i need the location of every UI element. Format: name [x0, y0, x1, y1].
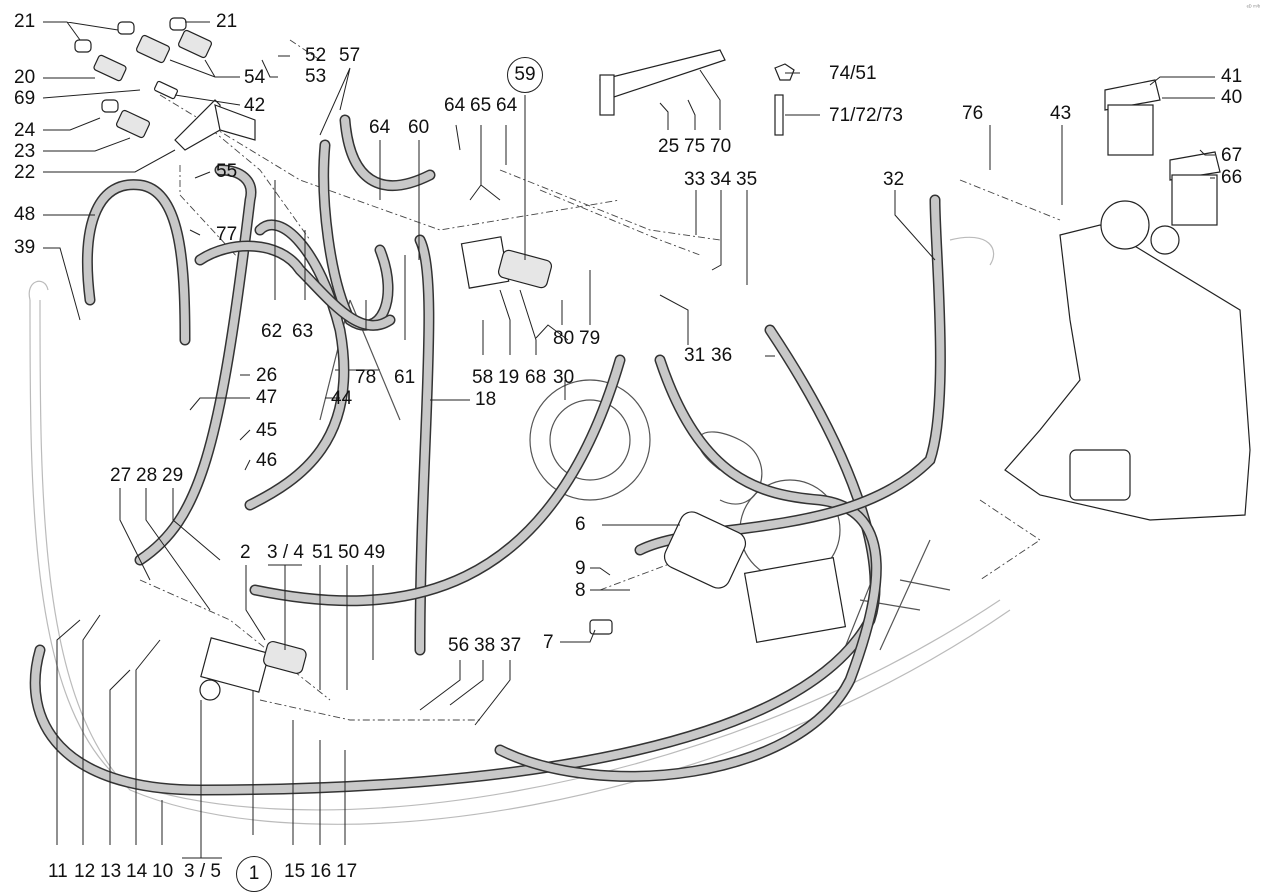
- callout-66: 66: [1221, 167, 1243, 188]
- callout-71-72-73: 71/72/73: [829, 105, 903, 126]
- callout-7: 7: [543, 632, 554, 653]
- callout-33: 33: [684, 169, 706, 190]
- callout-32: 32: [883, 169, 905, 190]
- callout-52: 52: [305, 45, 327, 66]
- callout-56: 56: [448, 635, 470, 656]
- callout-24: 24: [14, 120, 36, 141]
- callout-13: 13: [100, 861, 122, 882]
- callout-80: 80: [553, 328, 575, 349]
- callout-38: 38: [474, 635, 496, 656]
- callout-78: 78: [355, 367, 377, 388]
- callout-37: 37: [500, 635, 522, 656]
- callout-45: 45: [256, 420, 278, 441]
- callout-30: 30: [553, 367, 575, 388]
- callout-50: 50: [338, 542, 360, 563]
- callout-9: 9: [575, 558, 586, 579]
- callout-64: 64: [369, 117, 391, 138]
- corner-mark: ᵉᴰ ᵐⁱᵇ: [1246, 5, 1260, 11]
- callout-68: 68: [525, 367, 547, 388]
- callout-43: 43: [1050, 103, 1072, 124]
- callout-54: 54: [244, 67, 266, 88]
- callout-41: 41: [1221, 66, 1243, 87]
- callout-15: 15: [284, 861, 306, 882]
- callout-23: 23: [14, 141, 36, 162]
- callout-26: 26: [256, 365, 278, 386]
- ghost-lines: [28, 236, 1011, 825]
- callout-2: 2: [240, 542, 251, 563]
- callout-18: 18: [475, 389, 497, 410]
- callout-3-4: 3 / 4: [267, 542, 304, 563]
- callout-58: 58: [472, 367, 494, 388]
- callout-14: 14: [126, 861, 148, 882]
- callout-11: 11: [48, 861, 68, 882]
- callout-10: 10: [152, 861, 174, 882]
- callout-40: 40: [1221, 87, 1243, 108]
- callout-57: 57: [339, 45, 361, 66]
- callout-3-5: 3 / 5: [184, 861, 221, 882]
- callout-59-circled: 59: [507, 57, 543, 93]
- callout-70: 70: [710, 136, 732, 157]
- callout-61: 61: [394, 367, 416, 388]
- callout-60: 60: [408, 117, 430, 138]
- callout-51: 51: [312, 542, 334, 563]
- callout-64: 64: [496, 95, 518, 116]
- callout-77: 77: [216, 224, 238, 245]
- callout-28: 28: [136, 465, 158, 486]
- assembly-lines: [139, 39, 1061, 721]
- callout-21: 21: [216, 11, 238, 32]
- callout-36: 36: [711, 345, 733, 366]
- callout-47: 47: [256, 387, 278, 408]
- callout-29: 29: [162, 465, 184, 486]
- callout-21: 21: [14, 11, 36, 32]
- callout-55: 55: [216, 161, 238, 182]
- callout-42: 42: [244, 95, 266, 116]
- hoses: [29, 114, 946, 796]
- callout-16: 16: [310, 861, 332, 882]
- callout-39: 39: [14, 237, 36, 258]
- callout-17: 17: [336, 861, 358, 882]
- callout-62: 62: [261, 321, 283, 342]
- callout-1-circled: 1: [236, 856, 272, 892]
- callout-19: 19: [498, 367, 520, 388]
- callout-76: 76: [962, 103, 984, 124]
- callout-35: 35: [736, 169, 758, 190]
- callout-75: 75: [684, 136, 706, 157]
- callout-64: 64: [444, 95, 466, 116]
- callout-63: 63: [292, 321, 314, 342]
- callout-27: 27: [110, 465, 132, 486]
- callout-65: 65: [470, 95, 492, 116]
- callout-49: 49: [364, 542, 386, 563]
- callout-53: 53: [305, 66, 327, 87]
- callout-12: 12: [74, 861, 96, 882]
- leader-lines: [42, 21, 1215, 859]
- callout-48: 48: [14, 204, 36, 225]
- callout-69: 69: [14, 88, 36, 109]
- callout-25: 25: [658, 136, 680, 157]
- callout-34: 34: [710, 169, 732, 190]
- callout-67: 67: [1221, 145, 1243, 166]
- parts: [74, 17, 1251, 701]
- callout-20: 20: [14, 67, 36, 88]
- callout-44: 44: [331, 388, 353, 409]
- callout-74-51: 74/51: [829, 63, 877, 84]
- callout-46: 46: [256, 450, 278, 471]
- callout-31: 31: [684, 345, 706, 366]
- callout-79: 79: [579, 328, 601, 349]
- callout-8: 8: [575, 580, 586, 601]
- callout-22: 22: [14, 162, 36, 183]
- callout-6: 6: [575, 514, 586, 535]
